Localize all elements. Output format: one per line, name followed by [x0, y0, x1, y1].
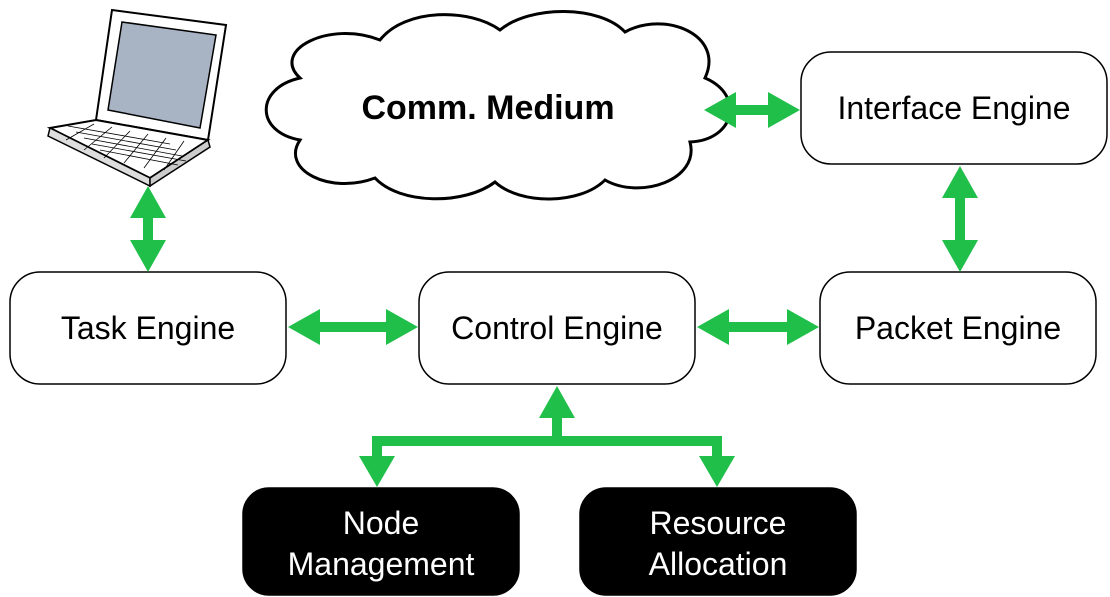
interface-engine-label: Interface Engine — [837, 90, 1070, 126]
arrow-control-packet — [697, 309, 819, 345]
comm-medium-cloud: Comm. Medium — [264, 10, 732, 201]
comm-medium-label: Comm. Medium — [361, 89, 614, 127]
packet-engine-label: Packet Engine — [855, 310, 1061, 346]
arrow-laptop-task — [130, 186, 166, 272]
arrow-task-control — [288, 309, 418, 345]
arrow-control-fork — [359, 386, 735, 487]
node-management-node: Node Management — [242, 487, 520, 596]
cloud-icon — [264, 10, 732, 201]
task-engine-label: Task Engine — [61, 310, 235, 346]
control-engine-node: Control Engine — [418, 271, 696, 385]
interface-engine-node: Interface Engine — [800, 51, 1108, 165]
resource-allocation-label-line1: Resource — [650, 505, 787, 541]
laptop-icon — [46, 8, 228, 188]
resource-allocation-node: Resource Allocation — [579, 487, 857, 596]
node-management-label-line1: Node — [343, 505, 420, 541]
resource-allocation-label-line2: Allocation — [649, 546, 788, 582]
task-engine-node: Task Engine — [9, 271, 287, 385]
control-engine-label: Control Engine — [451, 310, 663, 346]
arrow-interface-packet — [942, 166, 978, 272]
arrow-cloud-interface — [704, 92, 800, 128]
packet-engine-node: Packet Engine — [819, 271, 1097, 385]
node-management-label-line2: Management — [288, 546, 475, 582]
